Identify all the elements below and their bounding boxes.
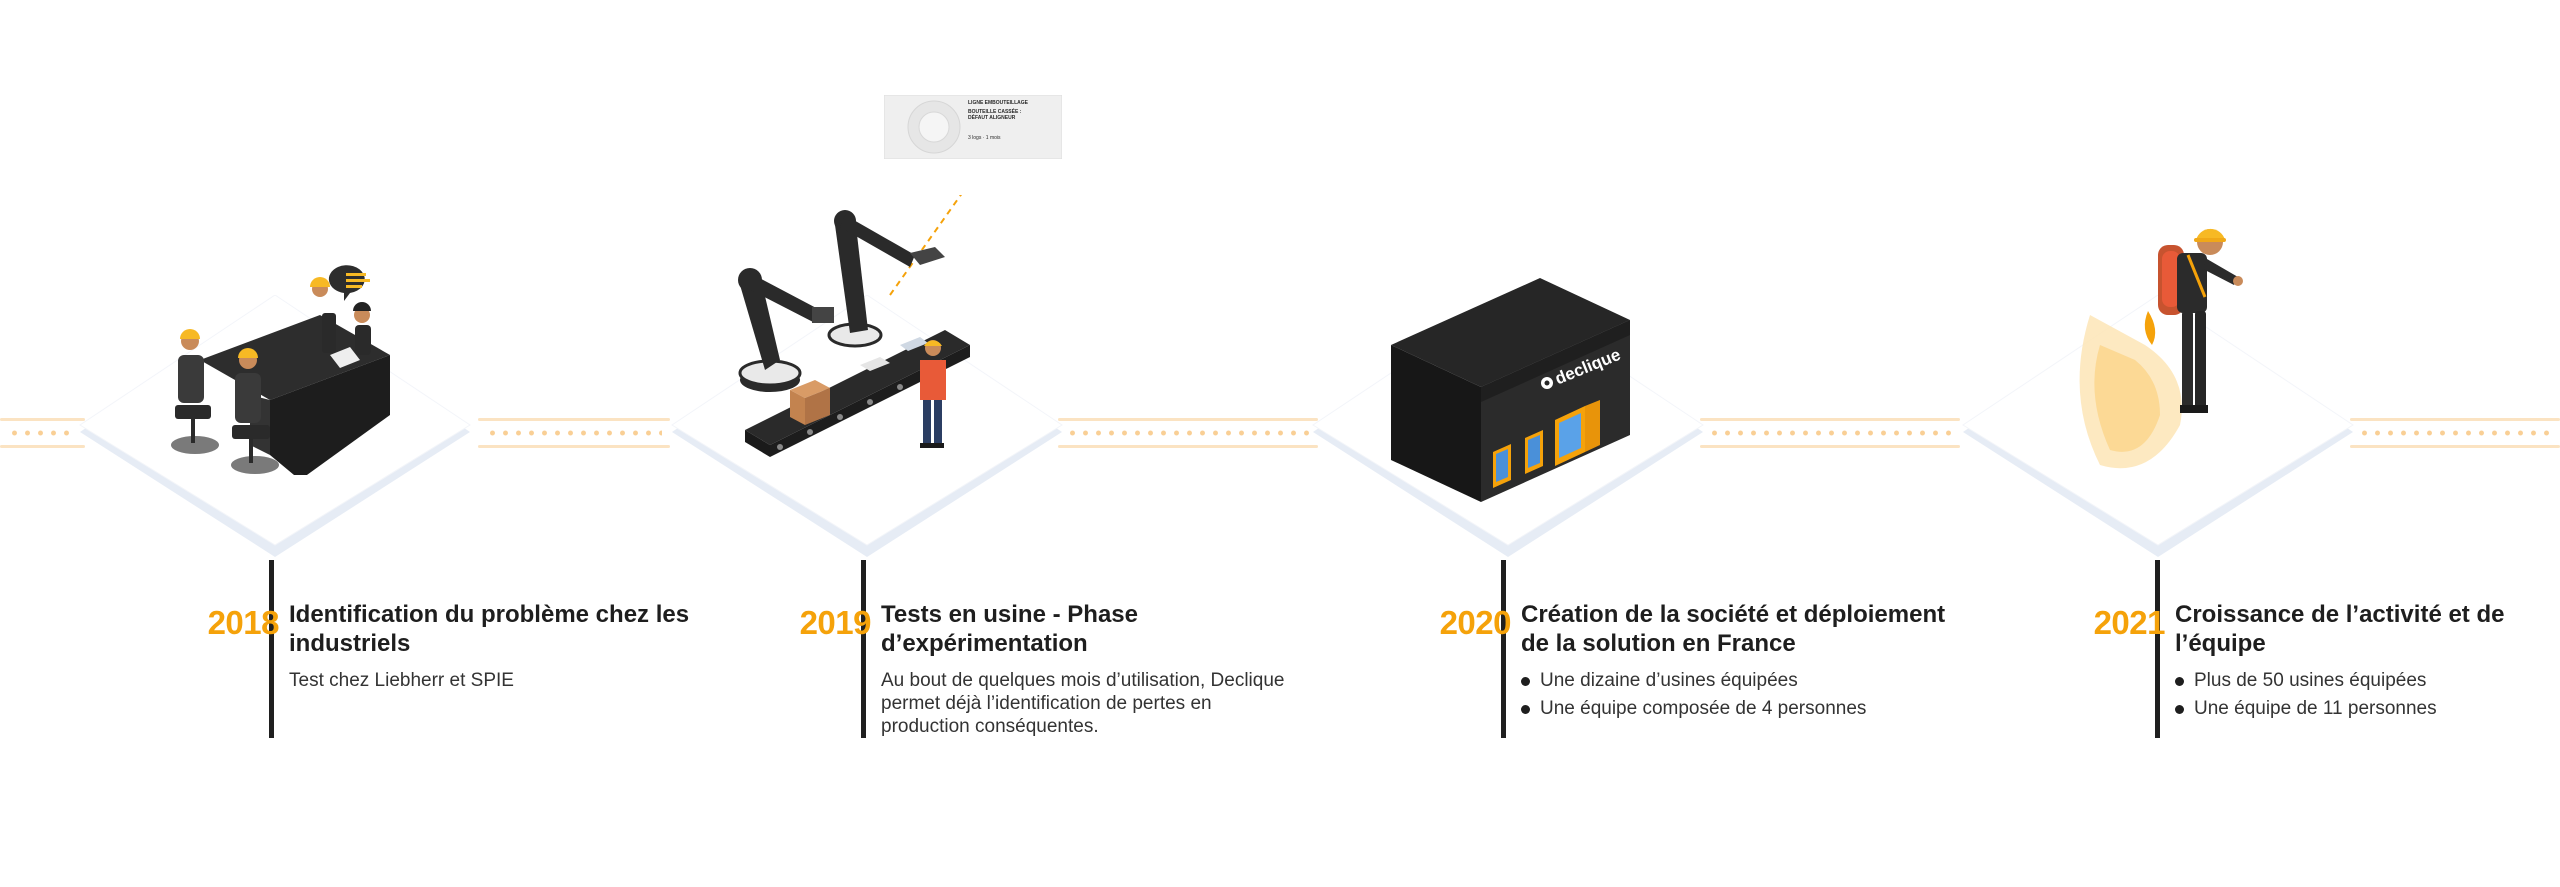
label-card-line3: DÉFAUT ALIGNEUR: [968, 115, 1016, 121]
milestone-2020: 2020 Création de la société et déploieme…: [1440, 560, 2081, 740]
milestone-year: 2018: [207, 604, 280, 641]
label-card-line1: LIGNE EMBOUTEILLAGE: [968, 100, 1028, 106]
jetpack-worker-illustration: [2079, 228, 2243, 469]
timeline-track-segment: [478, 416, 670, 450]
milestone-divider: [1501, 560, 1506, 738]
milestone-bullets: Une dizaine d’usines équipées Une équipe…: [1521, 667, 1866, 723]
milestone-2018: 2018 Identification du problème chez les…: [208, 560, 849, 740]
milestone-year: 2021: [2093, 604, 2166, 641]
milestone-divider: [269, 560, 274, 738]
defect-label-card: [884, 95, 1062, 159]
list-item: Une équipe composée de 4 personnes: [1521, 695, 1866, 723]
factory-robot-illustration: [738, 195, 970, 457]
milestone-bullets: Plus de 50 usines équipées Une équipe de…: [2175, 667, 2437, 723]
milestone-description: Test chez Liebherr et SPIE: [289, 670, 514, 691]
timeline-track-segment: [2350, 416, 2560, 450]
label-card-text: LIGNE EMBOUTEILLAGE BOUTEILLE CASSÉE : D…: [968, 100, 1060, 141]
milestone-title: Création de la société et déploiement de…: [1521, 601, 1946, 657]
milestone-title: Croissance de l’activité et de l’équipe: [2175, 601, 2505, 657]
list-item: Une dizaine d’usines équipées: [1521, 667, 1866, 695]
milestone-title: Identification du problème chez les indu…: [289, 601, 690, 657]
list-item: Une équipe de 11 personnes: [2175, 695, 2437, 723]
milestone-year: 2020: [1439, 604, 1512, 641]
milestone-title: Tests en usine - Phase d’expérimentation: [881, 601, 1138, 657]
label-card-line2: BOUTEILLE CASSÉE :: [968, 109, 1022, 115]
milestone-description: Au bout de quelques mois d’utilisation, …: [881, 670, 1285, 737]
timeline-track-segment: [0, 416, 85, 450]
label-card-meta: 3 logs · 1 mois: [968, 135, 1001, 141]
milestone-divider: [861, 560, 866, 738]
timeline-track-segment: [1058, 416, 1318, 450]
declique-building-illustration: [1391, 278, 1630, 502]
milestone-2021: 2021 Croissance de l’activité et de l’éq…: [2094, 560, 2560, 740]
milestone-divider: [2155, 560, 2160, 738]
team-meeting-illustration: [171, 265, 390, 475]
milestone-2019: 2019 Tests en usine - Phase d’expériment…: [800, 560, 1441, 740]
timeline-track-segment: [1700, 416, 1960, 450]
milestone-year: 2019: [799, 604, 872, 641]
list-item: Plus de 50 usines équipées: [2175, 667, 2437, 695]
platform-2019: [671, 295, 1063, 557]
